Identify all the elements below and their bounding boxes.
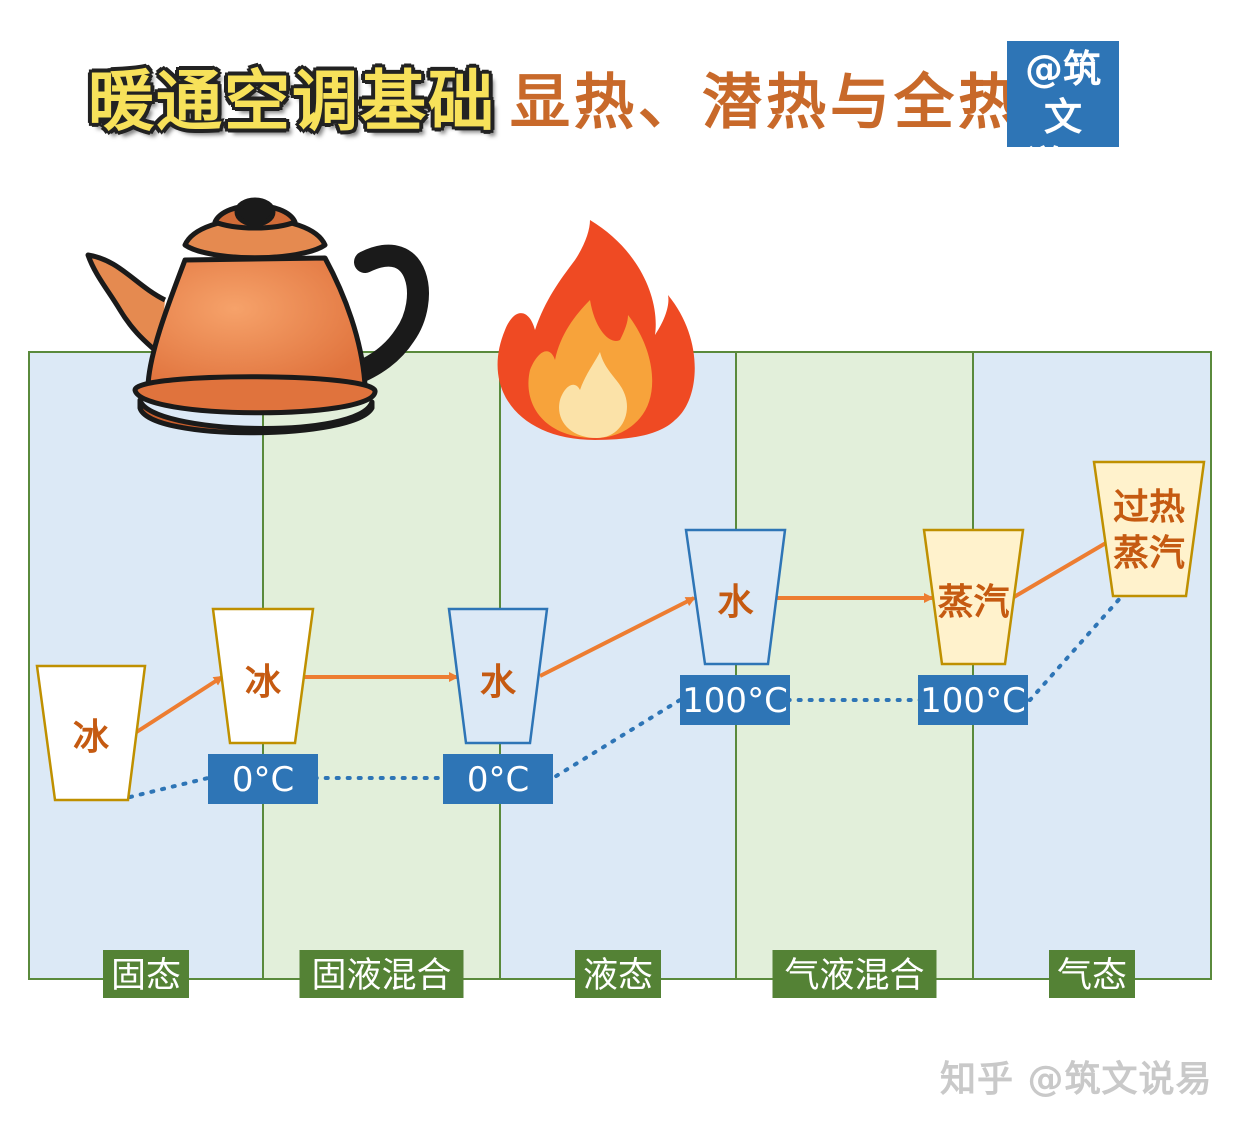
sub-title: 显热、潜热与全热 xyxy=(510,68,1022,138)
state-cup xyxy=(922,528,1025,666)
phase-label: 液态 xyxy=(583,956,653,996)
author-line-1: @筑文 xyxy=(1024,47,1101,139)
flow-arrow xyxy=(539,596,696,678)
state-cup xyxy=(684,528,787,666)
temperature-value: 0°C xyxy=(467,760,529,800)
cup-label: 冰 xyxy=(73,717,110,758)
state-cup xyxy=(1092,460,1206,598)
phase-label: 气态 xyxy=(1057,956,1127,996)
temperature-box xyxy=(918,675,1028,725)
cup-label: 水 xyxy=(480,662,517,703)
phase-label-box xyxy=(1049,950,1135,998)
state-cup xyxy=(211,607,315,745)
author-badge: @筑文 说易 xyxy=(1007,41,1119,187)
temperature-box xyxy=(443,754,553,804)
kettle-icon xyxy=(85,197,429,436)
temperature-value: 100°C xyxy=(920,681,1026,721)
author-line-2: 说易 xyxy=(1024,143,1101,187)
flame-icon xyxy=(497,220,695,440)
cup-label: 冰 xyxy=(245,662,282,703)
cup-label: 过热 xyxy=(1113,487,1185,528)
temperature-value: 100°C xyxy=(682,681,788,721)
phase-label-box xyxy=(772,950,937,998)
watermark: 知乎 @筑文说易 xyxy=(940,1059,1213,1100)
phase-column xyxy=(735,351,974,980)
phase-label-box xyxy=(103,950,189,998)
cup-label: 蒸汽 xyxy=(1113,533,1185,574)
phase-label-box xyxy=(575,950,661,998)
cup-label: 水 xyxy=(717,582,754,623)
state-cup xyxy=(447,607,549,745)
cup-label: 蒸汽 xyxy=(937,582,1009,623)
main-title: 暖通空调基础 xyxy=(88,63,496,140)
phase-label-box xyxy=(299,950,464,998)
flow-arrow xyxy=(133,675,224,735)
temperature-box xyxy=(208,754,318,804)
phase-label: 气液混合 xyxy=(784,956,924,996)
phase-label: 固液混合 xyxy=(311,956,451,996)
phase-label: 固态 xyxy=(111,956,181,996)
temperature-value: 0°C xyxy=(232,760,294,800)
phase-column xyxy=(972,351,1212,980)
temperature-box xyxy=(680,675,790,725)
state-cup xyxy=(35,664,147,802)
